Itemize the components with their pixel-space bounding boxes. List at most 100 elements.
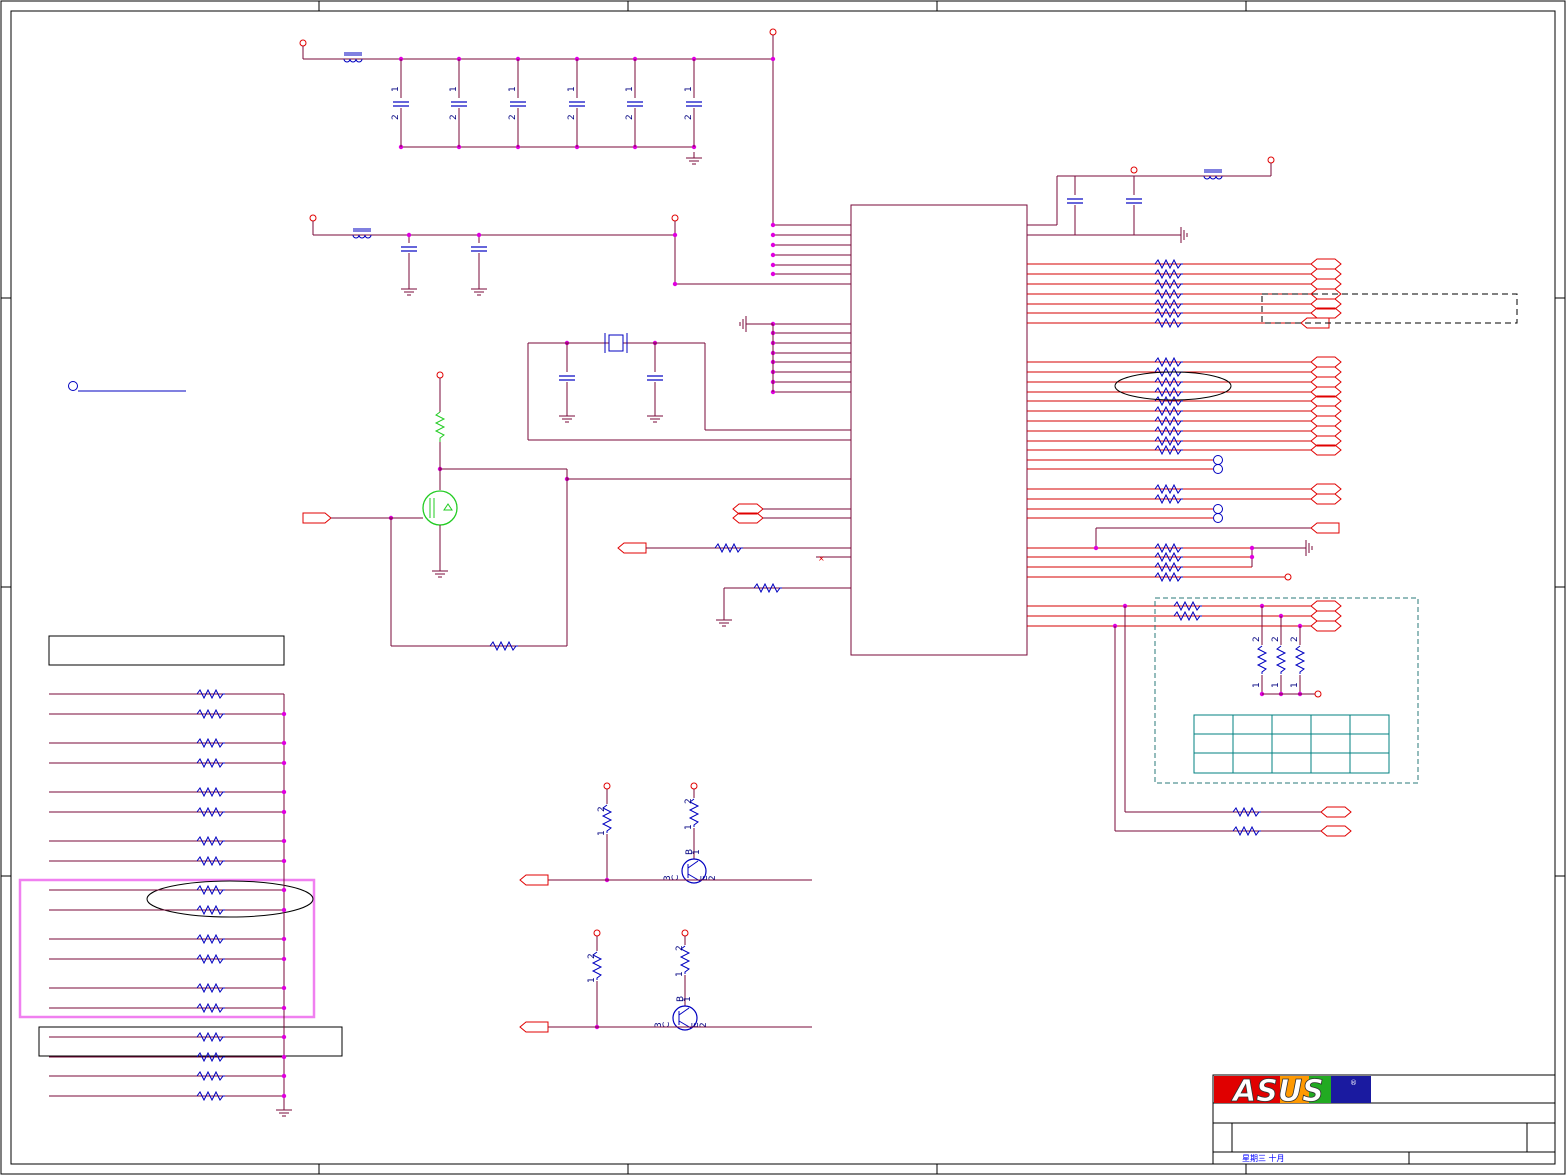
power-pin-icon <box>603 782 611 790</box>
pin-number: 2 <box>625 114 635 120</box>
power-pin-icon <box>1267 156 1275 164</box>
junction-dot <box>281 740 287 746</box>
offpage-connector-icon <box>519 874 549 886</box>
power-pin-icon <box>681 929 689 937</box>
offpage-connector-icon <box>1310 366 1342 378</box>
highlight-ellipse <box>1114 371 1232 401</box>
junction-dot <box>406 232 412 238</box>
junction-dot <box>1249 554 1255 560</box>
junction-dot <box>281 1005 287 1011</box>
pin-number: 2 <box>1271 636 1281 642</box>
pin-number: 1 <box>597 830 607 836</box>
pin-number: 1 <box>508 86 518 92</box>
junction-dot <box>672 232 678 238</box>
offpage-connector-icon <box>1310 425 1342 437</box>
pin-number: 1 <box>567 86 577 92</box>
date-text: 星期三 十月 <box>1242 1153 1285 1163</box>
offpage-connector-icon <box>1310 483 1342 495</box>
offpage-connector-icon <box>1310 610 1342 622</box>
junction-dot <box>672 281 678 287</box>
junction-dot <box>281 1093 287 1099</box>
pin-number: 2 <box>675 945 685 951</box>
junction-dot <box>281 1054 287 1060</box>
pin-number: 1 <box>1252 682 1262 688</box>
test-point <box>1213 455 1223 465</box>
junction-dot <box>281 809 287 815</box>
mosfet-icon <box>422 490 458 526</box>
pin-number: 1 <box>587 977 597 983</box>
junction-dot <box>1093 545 1099 551</box>
offpage-connector-icon <box>1310 376 1342 388</box>
power-pin-icon <box>671 214 679 222</box>
pin-number: 2 <box>1252 636 1262 642</box>
pin-number: 1 <box>449 86 459 92</box>
junction-dot <box>281 789 287 795</box>
offpage-connector-icon <box>1310 268 1342 280</box>
power-pin-icon <box>769 28 777 36</box>
pin-number: 2 <box>699 1022 709 1028</box>
offpage-connector-icon <box>1310 415 1342 427</box>
junction-dot <box>770 271 776 277</box>
power-pin-icon <box>436 371 444 379</box>
capacitor-icon <box>392 101 410 107</box>
resistor-icon <box>1276 645 1286 675</box>
ground-icon <box>431 564 449 578</box>
crystal-circuit <box>527 333 851 441</box>
test-point <box>1213 513 1223 523</box>
ground-icon <box>1299 539 1313 557</box>
junction-dot <box>281 907 287 913</box>
inductor-icon <box>1203 169 1223 180</box>
power-pin-icon <box>299 39 307 47</box>
power-pin-icon <box>1130 166 1138 174</box>
crystal-icon <box>604 333 628 353</box>
ground-icon <box>400 282 418 296</box>
power-pin-icon <box>309 214 317 222</box>
ground-icon <box>739 315 753 333</box>
offpage-connector-icon <box>1310 620 1342 632</box>
pin-number: 3 <box>663 875 673 881</box>
pin-number: 2 <box>449 114 459 120</box>
junction-dot <box>770 56 776 62</box>
pin-number: 1 <box>684 824 694 830</box>
ic-left-misc: × <box>617 503 851 627</box>
inductor-icon <box>343 52 363 63</box>
pin-number: 2 <box>391 114 401 120</box>
pin-number: 2 <box>1290 636 1300 642</box>
ground-icon <box>715 613 733 627</box>
offpage-connector-icon <box>617 542 647 554</box>
pin-number: 2 <box>684 798 694 804</box>
inductor-icon <box>352 228 372 239</box>
offpage-connector-icon <box>1320 806 1352 818</box>
registered-mark: ® <box>1350 1079 1357 1087</box>
pin-number: B <box>685 849 695 855</box>
offpage-connector-icon <box>519 1021 549 1033</box>
pin-number: 1 <box>1290 682 1300 688</box>
junction-dot <box>281 838 287 844</box>
ic-right-bus <box>1027 258 1352 837</box>
capacitor-icon <box>685 101 703 107</box>
no-connect-icon: × <box>818 554 825 563</box>
config-table <box>1193 714 1390 774</box>
left-resistor-array <box>18 635 343 1117</box>
test-point <box>1314 690 1322 698</box>
ground-icon <box>646 409 664 423</box>
junction-dot <box>1249 545 1255 551</box>
resistor-icon <box>1295 645 1305 675</box>
offpage-connector-icon <box>1310 493 1342 505</box>
offpage-connector-icon <box>1310 600 1342 612</box>
offpage-connector-icon <box>1310 258 1342 270</box>
pin-number: 2 <box>587 953 597 959</box>
ground-icon <box>1174 226 1188 244</box>
junction-dot <box>281 711 287 717</box>
pin-number: 2 <box>708 875 718 881</box>
filter-row-2 <box>309 214 851 296</box>
test-point <box>1213 464 1223 474</box>
capacitor-icon <box>626 101 644 107</box>
pin-number: B <box>676 996 686 1002</box>
pin-number: 1 <box>692 849 702 855</box>
capacitor-icon <box>450 101 468 107</box>
pin-number: 1 <box>675 971 685 977</box>
pin-number: E <box>700 875 710 881</box>
